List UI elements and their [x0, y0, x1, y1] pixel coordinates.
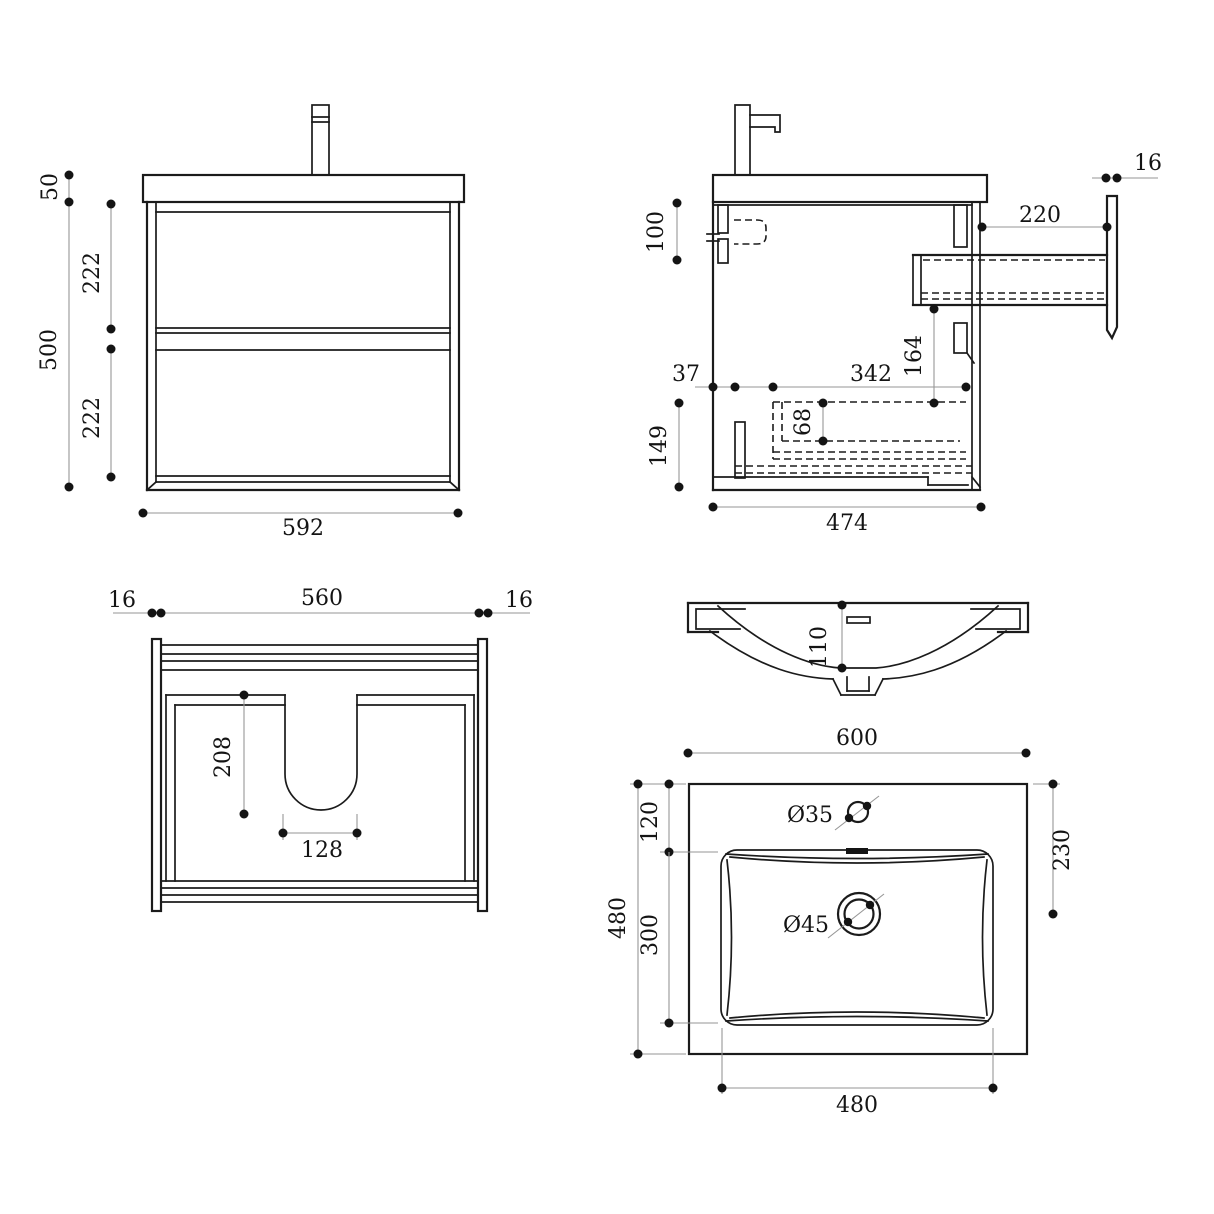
dim-drain-offset: 230 [1050, 829, 1075, 871]
dim-bowl-length: 300 [638, 914, 663, 956]
front-rails [160, 880, 479, 903]
dim-upper-drawer: 222 [80, 252, 105, 294]
left-side-panel [150, 637, 163, 913]
bowl-inner-curve [716, 604, 1000, 669]
dim-bowl-depth: 110 [807, 626, 832, 668]
faucet-side [734, 104, 781, 176]
drawer-internals-side [734, 401, 972, 479]
dim-basin-overall-width: 600 [836, 726, 878, 751]
dim-wall-plate-thickness: 16 [1134, 151, 1162, 176]
dim-cutout-depth: 208 [211, 736, 236, 778]
side-view-dimensions: 16 220 100 37 342 164 68 149 474 [644, 151, 1162, 536]
dim-overall-depth-left: 480 [606, 897, 631, 939]
basin-top-view: Ø35 Ø45 120 300 480 230 [606, 779, 1075, 1118]
cabinet-body-side [711, 200, 982, 492]
top-view: 16 560 16 208 128 [108, 586, 533, 913]
dim-total-height: 500 [37, 329, 62, 371]
dim-drain-hole: Ø45 [783, 913, 829, 938]
dim-overall-width: 592 [282, 516, 324, 541]
dim-lower-section: 149 [647, 425, 672, 467]
drawer-box-top [165, 694, 475, 882]
cabinet-frame-front [145, 200, 461, 492]
dim-bracket-drop: 164 [902, 335, 927, 377]
dim-lower-drawer: 222 [80, 397, 105, 439]
dim-faucet-hole: Ø35 [787, 803, 833, 828]
dim-front-gap: 37 [672, 362, 700, 387]
dim-cutout-width: 128 [301, 838, 343, 863]
wall-bracket [911, 194, 1119, 365]
basin-section-dimensions: 110 600 [683, 600, 1031, 758]
dim-countertop-thickness: 50 [38, 173, 63, 201]
dim-inner-width: 560 [301, 586, 343, 611]
wall-plate [1105, 194, 1119, 341]
faucet-front [311, 104, 330, 176]
dim-runner-length: 342 [850, 362, 892, 387]
bowl-outer-right [882, 629, 1008, 680]
drain-trap-outline [734, 219, 767, 245]
dim-bowl-width: 480 [836, 1093, 878, 1118]
bowl-outer-left [708, 629, 834, 680]
drawer-fronts [155, 211, 451, 477]
right-side-panel [476, 637, 489, 913]
dim-right-panel: 16 [505, 588, 533, 613]
faucet-hole: Ø35 [787, 795, 880, 831]
overflow-slot-top [846, 848, 868, 854]
drain-hole: Ø45 [783, 891, 885, 939]
basin-section-view: 110 600 [683, 600, 1031, 758]
dim-overall-depth: 474 [826, 511, 868, 536]
basin-outer-rect [687, 782, 1029, 1056]
top-view-dimensions: 16 560 16 208 128 [108, 586, 533, 863]
front-view-dimensions: 50 500 222 222 592 [37, 170, 463, 541]
countertop-side [711, 173, 989, 204]
dim-basin-depth: 100 [644, 211, 669, 253]
dim-rail-height: 68 [791, 408, 816, 436]
front-view: 50 500 222 222 592 [37, 104, 466, 541]
dim-bracket-length: 220 [1019, 203, 1061, 228]
lower-hanging-rail [953, 322, 968, 354]
plumbing-detail [706, 204, 767, 264]
basin-profile [686, 601, 1030, 697]
side-view: 16 220 100 37 342 164 68 149 474 [644, 104, 1162, 536]
plumbing-cutout-u [284, 694, 358, 811]
basin-top-dimensions: 120 300 480 230 480 [606, 779, 1075, 1118]
dim-left-panel: 16 [108, 588, 136, 613]
upper-hanging-rail [953, 204, 968, 248]
countertop-front [141, 173, 466, 204]
basin-bowl-top [720, 848, 994, 1026]
dim-rear-margin: 120 [638, 801, 663, 843]
overflow-slot-section [846, 616, 871, 624]
back-rails [160, 644, 479, 671]
